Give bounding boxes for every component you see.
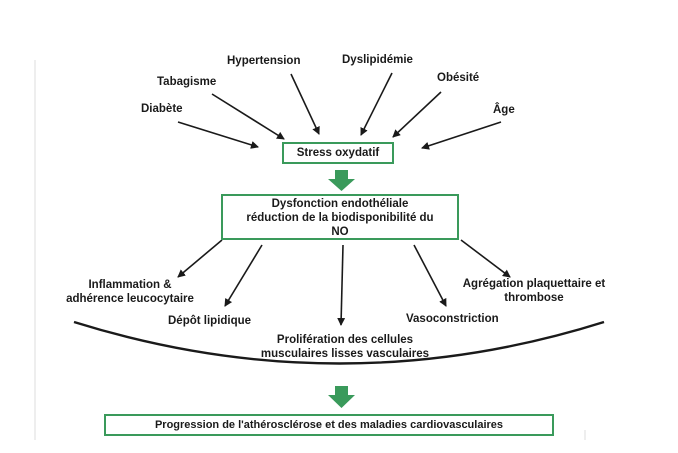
- dysfonction-line1: Dysfonction endothéliale: [271, 198, 409, 210]
- label-age: Âge: [493, 104, 515, 116]
- dysfonction-line2: réduction de la biodisponibilité du: [246, 212, 434, 224]
- arrow-age: [421, 121, 502, 150]
- label-aggregation-line1: Agrégation plaquettaire et: [462, 278, 606, 290]
- bracket-curve: [73, 320, 605, 365]
- arrow-proliferation: [337, 244, 346, 326]
- label-tabagisme: Tabagisme: [157, 76, 217, 88]
- arrow-vasoconstriction: [413, 244, 447, 307]
- green-arrow-2: [328, 386, 355, 408]
- dysfonction-line3: NO: [331, 226, 349, 238]
- label-inflammation-line1: Inflammation &: [88, 279, 172, 291]
- stress-oxydatif-text: Stress oxydatif: [296, 147, 380, 159]
- arrow-inflammation: [177, 239, 223, 278]
- label-inflammation-line2: adhérence leucocytaire: [66, 293, 194, 305]
- label-proliferation: Prolifération des cellules musculaires l…: [240, 333, 450, 361]
- arrow-dyslipidemie: [360, 72, 393, 136]
- green-arrow-1: [328, 170, 355, 191]
- label-obesite: Obésité: [437, 72, 480, 84]
- label-dyslipidemie: Dyslipidémie: [342, 54, 413, 66]
- label-aggregation-line2: thrombose: [504, 292, 564, 304]
- arrow-lipid: [224, 244, 263, 307]
- label-diabete: Diabète: [141, 103, 183, 115]
- label-vasoconstriction: Vasoconstriction: [406, 313, 499, 325]
- label-lipid: Dépôt lipidique: [168, 315, 252, 327]
- label-proliferation-line2: musculaires lisses vasculaires: [260, 348, 430, 360]
- arrow-aggregation: [460, 239, 511, 278]
- label-aggregation: Agrégation plaquettaire et thrombose: [436, 277, 632, 305]
- arrow-hypertension: [290, 73, 320, 135]
- label-proliferation-line1: Prolifération des cellules: [276, 334, 414, 346]
- outcome-text: Progression de l'athérosclérose et des m…: [154, 419, 504, 431]
- outcome-box: Progression de l'athérosclérose et des m…: [104, 414, 554, 436]
- stress-oxydatif-box: Stress oxydatif: [282, 142, 394, 164]
- arrow-diabete: [177, 121, 259, 149]
- dysfonction-box: Dysfonction endothéliale réduction de la…: [221, 194, 459, 240]
- label-inflammation: Inflammation & adhérence leucocytaire: [44, 278, 216, 306]
- arrow-obesite: [392, 91, 442, 138]
- label-hypertension: Hypertension: [227, 55, 301, 67]
- arrow-tabagisme: [211, 93, 285, 140]
